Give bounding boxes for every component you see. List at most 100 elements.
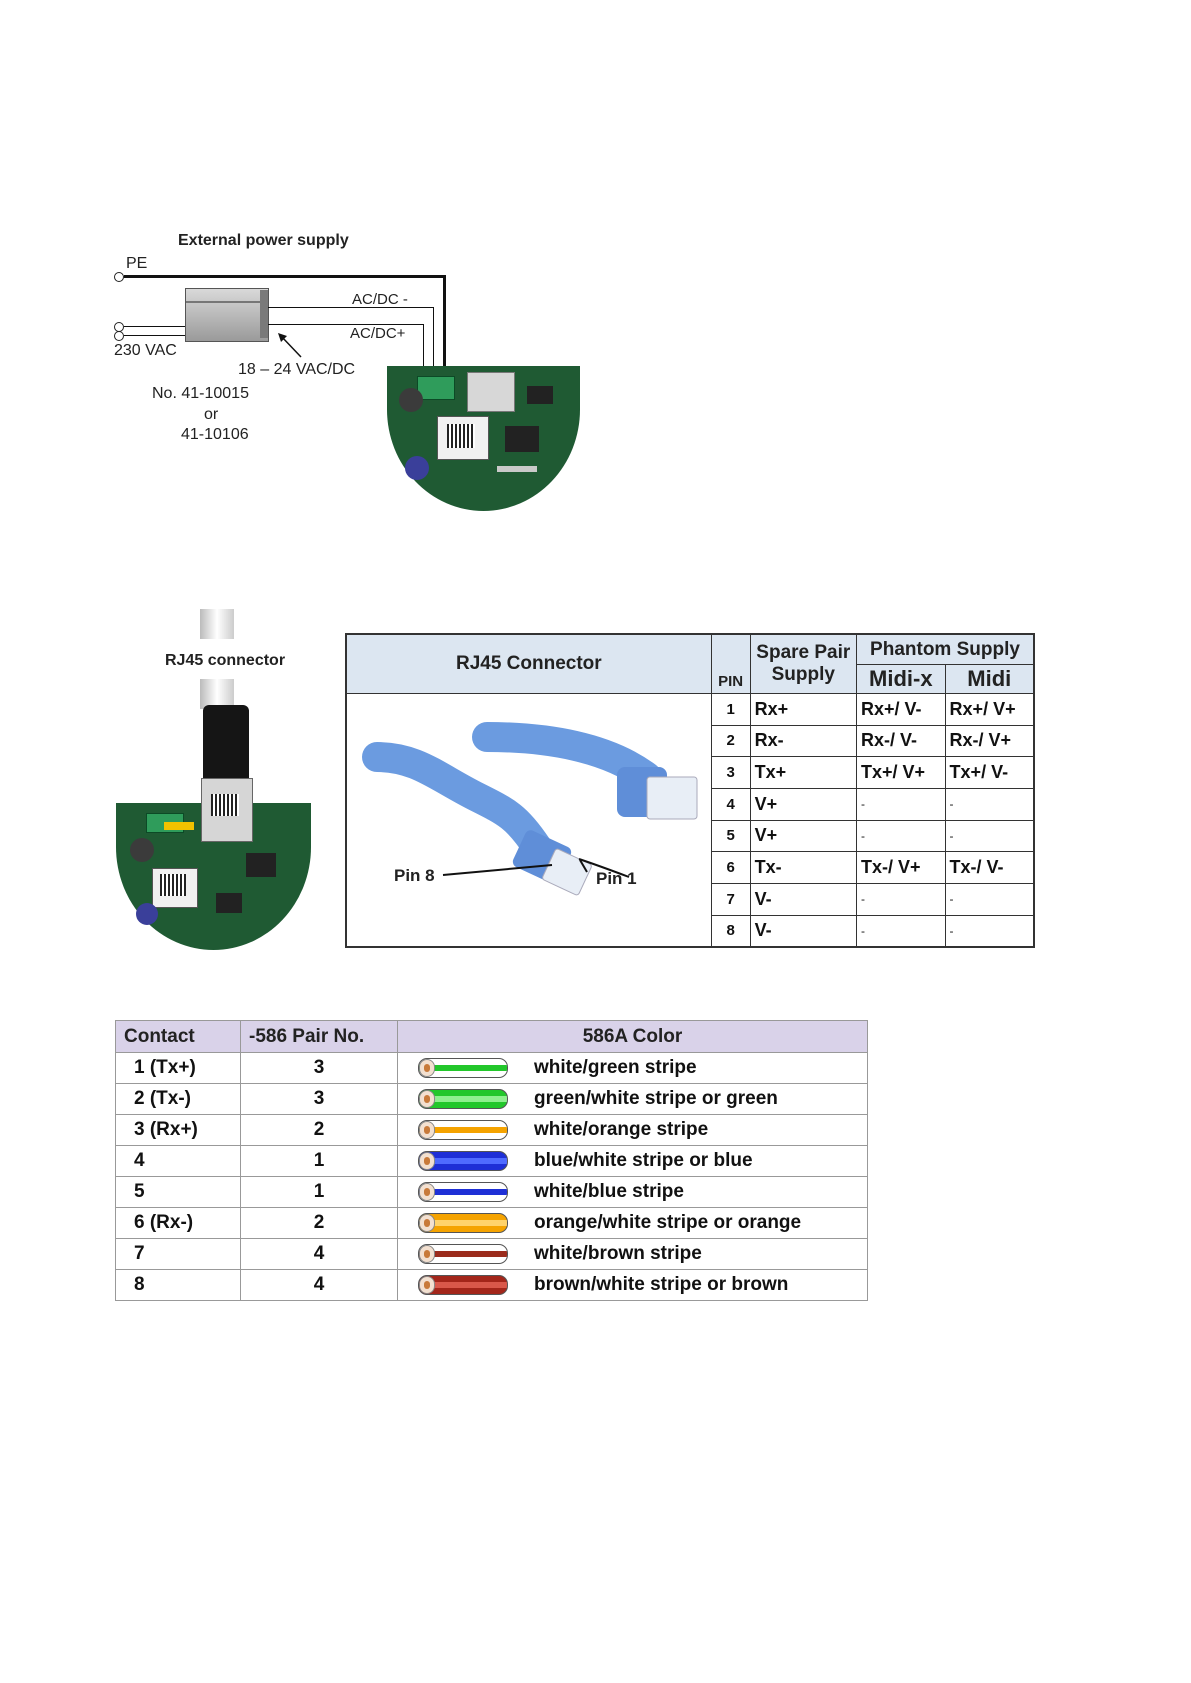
spare-pair-value: Rx+ [749,692,858,726]
pair-header: -586 Pair No. [240,1020,398,1053]
midi-x-value: - [856,819,946,853]
wire-swatch-icon [418,1120,508,1140]
color-label: white/brown stripe [534,1243,702,1264]
spare-pair-value: Rx- [749,724,858,758]
color-cell: orange/white stripe or orange [397,1207,868,1239]
midi-x-value: - [856,914,946,948]
color-cell: blue/white stripe or blue [397,1145,868,1177]
color-label: orange/white stripe or orange [534,1212,802,1233]
color-label: white/green stripe [534,1057,697,1078]
pair-cell: 4 [240,1269,398,1301]
pin-number: 1 [710,692,751,726]
phantom-supply-header: Phantom Supply [856,633,1035,666]
midi-x-value: Rx+/ V- [856,692,946,726]
acdc-minus-label: AC/DC - [352,291,408,308]
color-cell: white/blue stripe [397,1176,868,1208]
wire-swatch-icon [418,1089,508,1109]
contact-cell: 1 (Tx+) [115,1052,241,1084]
midi-value: Rx+/ V+ [944,692,1035,726]
pin-header: PIN [710,633,751,694]
part-number-label: No. 41-10015 [152,385,249,402]
spare-pair-value: V- [749,883,858,916]
pin-number: 3 [710,756,751,789]
wire-swatch-icon [418,1151,508,1171]
pcb-photo-2 [116,778,311,950]
or-label: or [204,406,219,423]
wire-swatch-icon [418,1244,508,1264]
wire-swatch-icon [418,1182,508,1202]
spare-pair-value: Tx+ [749,756,858,789]
arrow-icon [278,333,302,358]
spare-pair-value: Tx- [749,851,858,885]
rj45-table-title: RJ45 Connector [455,652,602,674]
pair-cell: 2 [240,1114,398,1146]
pair-cell: 3 [240,1083,398,1115]
rj45-plug-boot [203,705,249,783]
midi-x-value: Tx-/ V+ [856,851,946,885]
midi-x-value: Tx+/ V+ [856,756,946,789]
midi-x-header: Midi-x [856,664,946,694]
contact-cell: 7 [115,1238,241,1270]
power-supply-unit [185,288,269,342]
wire-swatch-icon [418,1275,508,1295]
color-cell: white/green stripe [397,1052,868,1084]
pin-number: 6 [710,851,751,885]
midi-header: Midi [944,664,1035,694]
rj45-title-cell: RJ45 Connector [345,633,712,694]
color-row: 6 (Rx-)2 orange/white stripe or orange [115,1207,868,1239]
contact-cell: 2 (Tx-) [115,1083,241,1115]
contact-cell: 3 (Rx+) [115,1114,241,1146]
contact-cell: 5 [115,1176,241,1208]
midi-value: - [944,883,1035,916]
spare-pair-value: V- [749,914,858,948]
color-label: brown/white stripe or brown [534,1274,789,1295]
spare-pair-header: Spare Pair Supply [749,633,858,694]
cable-upper [200,609,234,639]
color-header: 586A Color [397,1020,868,1053]
pin-number: 2 [710,724,751,758]
mains-voltage-label: 230 VAC [114,342,177,359]
midi-x-value: - [856,883,946,916]
midi-value: Tx-/ V- [944,851,1035,885]
pin-number: 4 [710,787,751,821]
contact-cell: 6 (Rx-) [115,1207,241,1239]
color-label: white/blue stripe [534,1181,684,1202]
acdc-minus-wire-down [433,307,434,370]
power-supply-title-line: External power supply [178,232,349,249]
wire-swatch-icon [418,1213,508,1233]
power-supply-side [260,290,268,338]
acdc-plus-wire-down [423,324,424,370]
midi-x-value: - [856,787,946,821]
acdc-plus-label: AC/DC+ [350,325,406,342]
mains-wire-2 [124,335,186,336]
pin-number: 7 [710,883,751,916]
wire-swatch-icon [418,1058,508,1078]
pin-number: 5 [710,819,751,853]
midi-value: Rx-/ V+ [944,724,1035,758]
rj45-pinout-table: RJ45 Connector PIN Spare Pair Supply Pha… [345,633,1035,948]
pair-cell: 2 [240,1207,398,1239]
pe-label: PE [126,255,148,272]
color-cell: brown/white stripe or brown [397,1269,868,1301]
color-label: blue/white stripe or blue [534,1150,753,1171]
mains-wire-1 [124,326,186,327]
rj45-photo-label: RJ45 connector [165,652,286,669]
acdc-plus-wire [268,324,424,325]
pair-cell: 3 [240,1052,398,1084]
midi-x-value: Rx-/ V- [856,724,946,758]
midi-value: - [944,819,1035,853]
pair-cell: 4 [240,1238,398,1270]
pin1-label: Pin 1 [596,869,637,888]
midi-value: - [944,787,1035,821]
mains-terminal-2 [114,331,124,341]
part-number-alt-label: 41-10106 [181,426,249,443]
pcb-photo [387,366,580,511]
midi-value: - [944,914,1035,948]
